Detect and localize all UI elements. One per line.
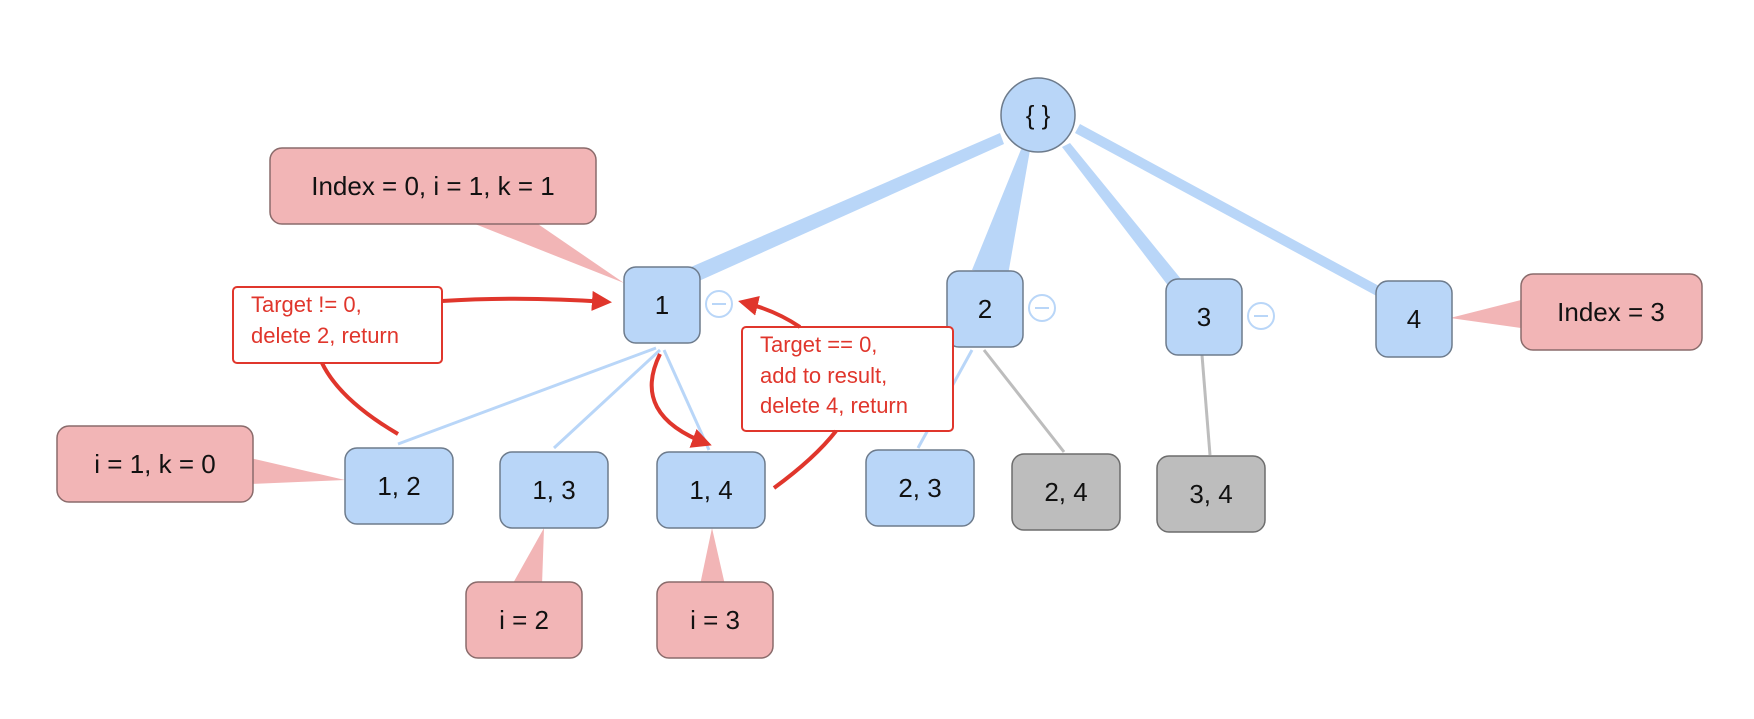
node-2-4: 2, 4	[1011, 453, 1121, 531]
collapse-icon[interactable]	[1028, 294, 1056, 322]
node-1-3-label: 1, 3	[532, 475, 575, 505]
note-left-line-2: delete 2, return	[251, 323, 399, 348]
callout-i3: i = 3	[656, 581, 774, 659]
callout-index-top-label: Index = 0, i = 1, k = 1	[311, 171, 555, 201]
edge-3-34	[1200, 354, 1212, 456]
callout-i2-label: i = 2	[499, 605, 549, 635]
arrow-node-1-to-1-4	[649, 353, 712, 448]
callout-ik-left: i = 1, k = 0	[56, 425, 254, 503]
edge-root-4	[1075, 124, 1392, 300]
note-right-line-3: delete 4, return	[760, 393, 908, 418]
flow-arrows	[320, 290, 838, 490]
callout-index-top: Index = 0, i = 1, k = 1	[269, 147, 597, 225]
node-1-label: 1	[655, 290, 669, 320]
node-1: 1	[623, 266, 701, 344]
collapse-icon[interactable]	[705, 290, 733, 318]
node-2-3-label: 2, 3	[898, 473, 941, 503]
root-edges	[684, 124, 1392, 300]
edge-2-24	[982, 349, 1066, 453]
edge-1-13	[552, 348, 662, 450]
node-1-4-label: 1, 4	[689, 475, 732, 505]
root-node	[1000, 77, 1076, 153]
tail-ik-left	[250, 458, 345, 484]
note-target-not-zero: Target != 0, delete 2, return	[232, 286, 443, 364]
node-3-4-label: 3, 4	[1189, 479, 1232, 509]
node-1-2: 1, 2	[344, 447, 454, 525]
callout-ik-left-label: i = 1, k = 0	[94, 449, 215, 479]
note-target-zero: Target == 0, add to result, delete 4, re…	[741, 326, 954, 432]
edge-root-1	[684, 133, 1004, 285]
callout-i2: i = 2	[465, 581, 583, 659]
collapse-icon[interactable]	[1247, 302, 1275, 330]
node-3: 3	[1165, 278, 1243, 356]
edge-root-2	[972, 147, 1030, 275]
arrow-left-connector	[320, 362, 400, 436]
node-2-label: 2	[978, 294, 992, 324]
node-4-label: 4	[1407, 304, 1421, 334]
tail-i2	[512, 528, 544, 585]
tail-index-top	[470, 222, 624, 283]
node-2: 2	[946, 270, 1024, 348]
node-3-4: 3, 4	[1156, 455, 1266, 533]
note-right-line-1: Target == 0,	[760, 332, 877, 357]
edge-root-3	[1062, 143, 1190, 296]
node-1-4: 1, 4	[656, 451, 766, 529]
tail-i3	[700, 528, 725, 585]
callout-tails	[250, 222, 1521, 585]
edge-1-12	[397, 346, 657, 446]
note-left-line-1: Target != 0,	[251, 292, 362, 317]
root-node-label: { }	[1026, 100, 1051, 130]
tail-index-right	[1450, 300, 1521, 328]
callout-index-right: Index = 3	[1520, 273, 1703, 351]
arrow-note-right-to-node-1	[738, 296, 802, 329]
node-4: 4	[1375, 280, 1453, 358]
arrow-note-left-to-node-1	[441, 290, 612, 311]
child-edges	[397, 346, 1212, 456]
arrow-1-4-to-note-right	[772, 429, 838, 490]
node-1-2-label: 1, 2	[377, 471, 420, 501]
callout-index-right-label: Index = 3	[1557, 297, 1665, 327]
note-right-line-2: add to result,	[760, 363, 887, 388]
node-2-3: 2, 3	[865, 449, 975, 527]
node-1-3: 1, 3	[499, 451, 609, 529]
node-2-4-label: 2, 4	[1044, 477, 1087, 507]
node-3-label: 3	[1197, 302, 1211, 332]
callout-i3-label: i = 3	[690, 605, 740, 635]
